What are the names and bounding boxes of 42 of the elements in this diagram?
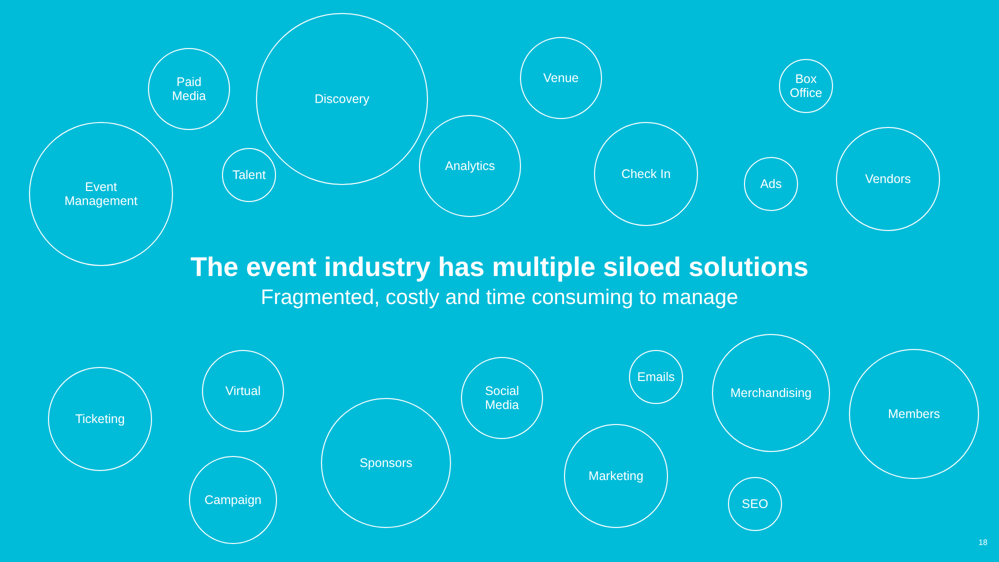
bubble xyxy=(712,334,830,452)
bubble xyxy=(48,367,152,471)
bubble xyxy=(321,398,451,528)
slide-title: The event industry has multiple siloed solutions xyxy=(189,251,810,284)
bubble xyxy=(594,122,698,226)
bubble xyxy=(779,59,833,113)
bubble-label: Ticketing xyxy=(75,412,125,426)
bubble-label: Virtual xyxy=(225,384,261,398)
bubble xyxy=(202,350,284,432)
bubble-label: Box Office xyxy=(788,72,824,100)
page-number: 18 xyxy=(978,538,988,548)
slide-subtitle: Fragmented, costly and time consuming to manage xyxy=(260,285,740,311)
bubble-label: Venue xyxy=(543,71,579,85)
bubble-label: Event Management xyxy=(64,180,138,208)
bubble xyxy=(29,122,173,266)
bubble xyxy=(222,148,276,202)
bubble xyxy=(836,127,940,231)
bubble xyxy=(849,349,979,479)
bubble xyxy=(148,48,230,130)
bubble-label: Marketing xyxy=(588,469,644,483)
bubble-label: Paid Media xyxy=(170,75,208,103)
bubble xyxy=(744,157,798,211)
bubble xyxy=(564,424,668,528)
bubble xyxy=(728,477,782,531)
bubble-label: Discovery xyxy=(314,92,370,106)
bubble-label: Ads xyxy=(760,177,782,191)
bubble-label: SEO xyxy=(742,497,768,511)
bubble-label: Vendors xyxy=(865,172,911,186)
bubble-label: Members xyxy=(888,407,940,421)
bubble-label: Campaign xyxy=(204,493,262,507)
bubble-label: Check In xyxy=(621,167,671,181)
bubble xyxy=(629,350,683,404)
bubble-label: Talent xyxy=(232,168,266,182)
bubble xyxy=(419,115,521,217)
bubble-label: Merchandising xyxy=(730,386,812,400)
bubble-label: Analytics xyxy=(444,159,496,173)
bubble xyxy=(461,357,543,439)
bubble-label: Sponsors xyxy=(360,456,412,470)
bubble xyxy=(189,456,277,544)
bubble-label: Emails xyxy=(637,370,675,384)
bubble xyxy=(520,37,602,119)
bubble-label: Social Media xyxy=(484,384,520,412)
